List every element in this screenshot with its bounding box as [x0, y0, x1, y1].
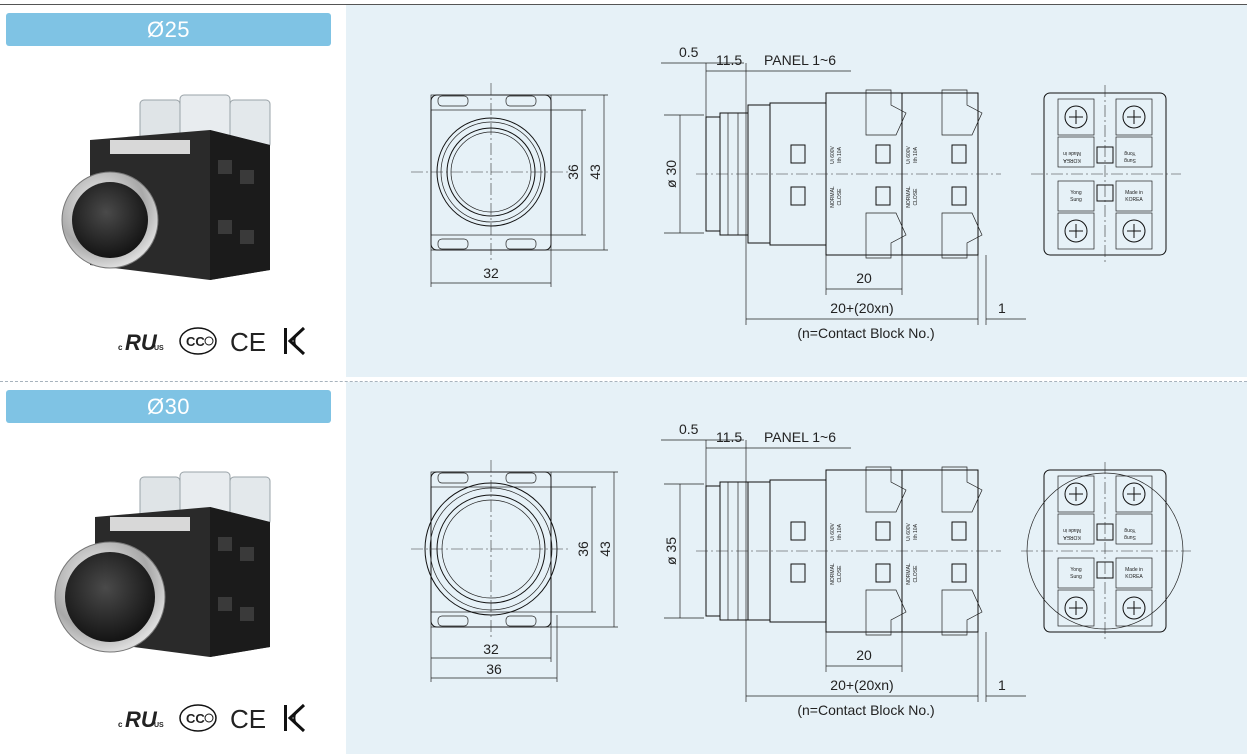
- rating-text-b: Ith 10A: [913, 523, 919, 540]
- normal-text: NORMAL: [906, 186, 912, 208]
- panel-label: PANEL 1~6: [764, 429, 836, 445]
- dimension-drawing: 32 36 36 43 0.5 11.5 PANEL 1~6 ø 35: [346, 382, 1247, 754]
- certification-logos: c RU US CC CE: [118, 700, 338, 736]
- brand-text: Yong: [1070, 567, 1081, 573]
- dim-05-label: 0.5: [679, 44, 699, 60]
- section-30mm: Ø30 c RU US CC: [0, 382, 1247, 754]
- front-view: 32 36 43: [411, 83, 608, 287]
- cul-us-logo: c RU US: [118, 330, 164, 355]
- inner-height-label: 36: [565, 164, 581, 180]
- section-25mm: Ø25 c RU US: [0, 5, 1247, 377]
- dim-115-label: 11.5: [716, 429, 742, 445]
- rating-text-a: Ui 600V: [906, 522, 912, 540]
- front-width-label: 32: [483, 265, 499, 281]
- total-length-label: 20+(20xn): [830, 677, 893, 693]
- close-text: CLOSE: [913, 565, 919, 583]
- diameter-label: ø 30: [663, 160, 679, 188]
- kc-logo: [284, 703, 306, 733]
- rating-text-b: Ith 10A: [913, 146, 919, 163]
- svg-text:US: US: [154, 345, 164, 352]
- ce-logo: CE: [230, 704, 266, 733]
- contact-block-note: (n=Contact Block No.): [797, 702, 934, 718]
- brand-text: Yong: [1124, 527, 1135, 533]
- close-text: CLOSE: [837, 188, 843, 206]
- rear-view: Made in KOREA Yong Sung Yong Sung Made i…: [1021, 462, 1191, 640]
- korea-text: KOREA: [1063, 534, 1081, 540]
- made-in-text: Made in: [1125, 190, 1143, 196]
- front-view: 32 36 36 43: [411, 460, 618, 682]
- normal-text: NORMAL: [830, 186, 836, 208]
- inner-height-label: 36: [575, 541, 591, 557]
- ce-logo: CE: [230, 327, 266, 356]
- gap-label: 1: [998, 677, 1006, 693]
- total-length-label: 20+(20xn): [830, 300, 893, 316]
- rear-view: Made in KOREA Yong Sung Yong Sung Made i…: [1031, 85, 1181, 263]
- side-view: 0.5 11.5 PANEL 1~6 ø 30: [661, 44, 1026, 341]
- section-title: Ø25: [6, 13, 331, 46]
- svg-text:c: c: [118, 343, 123, 352]
- dim-115-label: 11.5: [716, 52, 742, 68]
- svg-text:CE: CE: [230, 704, 266, 733]
- front-width-label: 32: [483, 641, 499, 657]
- rating-text-b: Ith 10A: [837, 146, 843, 163]
- section-divider: [0, 381, 1247, 382]
- svg-text:US: US: [154, 722, 164, 729]
- section-title: Ø30: [6, 390, 331, 423]
- product-photo: [54, 471, 271, 657]
- normal-text: NORMAL: [906, 563, 912, 585]
- outer-height-label: 43: [597, 541, 613, 557]
- svg-text:RU: RU: [125, 707, 158, 732]
- top-rule: [0, 4, 1247, 5]
- contact-block-note: (n=Contact Block No.): [797, 325, 934, 341]
- korea-text: KOREA: [1125, 574, 1143, 580]
- close-text: CLOSE: [837, 565, 843, 583]
- dimension-drawing: 32 36 43 0.5 11.5 PANEL 1~6 ø 30: [346, 5, 1247, 377]
- brand-text: Sung: [1070, 574, 1082, 580]
- rating-text-a: Ui 600V: [830, 522, 836, 540]
- brand-text: Yong: [1070, 190, 1081, 196]
- diameter-label: ø 35: [663, 537, 679, 565]
- normal-text: NORMAL: [830, 563, 836, 585]
- svg-text:c: c: [118, 720, 123, 729]
- block-width-label: 20: [856, 647, 872, 663]
- brand-text: Sung: [1124, 534, 1136, 540]
- certification-logos: c RU US CC CE: [118, 323, 338, 359]
- svg-text:CC: CC: [186, 711, 205, 726]
- front-width2-label: 36: [486, 661, 502, 677]
- brand-text: Sung: [1124, 157, 1136, 163]
- outer-height-label: 43: [587, 164, 603, 180]
- made-in-text: Made in: [1125, 567, 1143, 573]
- dim-05-label: 0.5: [679, 421, 699, 437]
- gap-label: 1: [998, 300, 1006, 316]
- rating-text-b: Ith 10A: [837, 523, 843, 540]
- product-photo: [61, 94, 271, 280]
- made-in-text: Made in: [1063, 150, 1081, 156]
- panel-label: PANEL 1~6: [764, 52, 836, 68]
- brand-text: Yong: [1124, 150, 1135, 156]
- cul-us-logo: c RU US: [118, 707, 164, 732]
- rating-text-a: Ui 600V: [830, 145, 836, 163]
- side-view: 0.5 11.5 PANEL 1~6 ø 35 Ui 60: [661, 421, 1026, 718]
- brand-text: Sung: [1070, 197, 1082, 203]
- made-in-text: Made in: [1063, 527, 1081, 533]
- svg-text:RU: RU: [125, 330, 158, 355]
- korea-text: KOREA: [1063, 157, 1081, 163]
- korea-text: KOREA: [1125, 197, 1143, 203]
- ccc-logo: CC: [179, 327, 217, 355]
- ccc-logo: CC: [179, 704, 217, 732]
- kc-logo: [284, 326, 306, 356]
- block-width-label: 20: [856, 270, 872, 286]
- close-text: CLOSE: [913, 188, 919, 206]
- rating-text-a: Ui 600V: [906, 145, 912, 163]
- svg-text:CC: CC: [186, 334, 205, 349]
- svg-text:CE: CE: [230, 327, 266, 356]
